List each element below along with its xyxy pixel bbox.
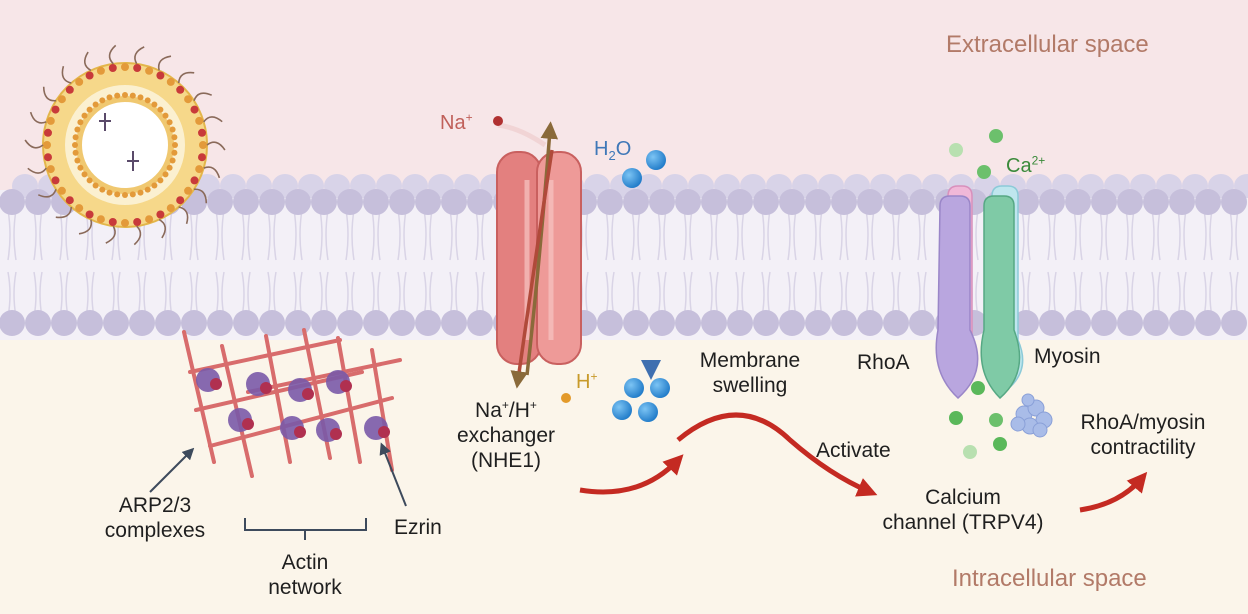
exchanger-label-line1: Na+/H+ [475, 398, 537, 422]
rhoa-label: RhoA [857, 351, 910, 374]
contractility-label: RhoA/myosin contractility [1058, 410, 1228, 460]
water-label: H2O [594, 138, 632, 163]
calcium-channel-label: Calcium channel (TRPV4) [858, 485, 1068, 535]
water-flux [612, 150, 670, 422]
exchanger-label-line2: exchanger [456, 424, 556, 447]
flow-arrow-3 [1079, 471, 1148, 513]
calcium-channel-line2: channel (TRPV4) [882, 511, 1044, 534]
contractility-line2: contractility [1090, 436, 1196, 459]
arp-pointer-arrow [149, 447, 195, 493]
calcium-channel-line1: Calcium [925, 486, 1001, 509]
membrane-swelling-line2: swelling [712, 374, 788, 397]
actin-label-line2: network [268, 576, 342, 599]
nhe1-exchanger [493, 116, 582, 403]
actin-label-line1: Actin [281, 551, 329, 574]
exchanger-label-line3: (NHE1) [470, 449, 541, 472]
actin-bracket [244, 518, 367, 540]
contractility-line1: RhoA/myosin [1080, 411, 1206, 434]
arp-label-line1: ARP2/3 [118, 494, 192, 517]
sodium-ion-label: Na+ [440, 110, 473, 134]
exchanger-label: Na+/H+ exchanger (NHE1) [436, 398, 576, 473]
actin-network [182, 328, 402, 478]
arp-label-line2: complexes [104, 519, 206, 542]
flow-arrow-2 [676, 412, 878, 497]
activate-label: Activate [816, 439, 891, 462]
membrane-swelling-line1: Membrane [699, 349, 801, 372]
extracellular-label: Extracellular space [946, 31, 1149, 58]
myosin-label: Myosin [1034, 345, 1101, 368]
ezrin-pointer-arrow [379, 442, 407, 507]
actin-network-label: Actin network [245, 550, 365, 600]
arp-label: ARP2/3 complexes [84, 493, 226, 543]
ezrin-label: Ezrin [394, 516, 442, 539]
proton-label: H+ [576, 369, 598, 393]
flow-arrow-1 [579, 454, 684, 495]
lipid-bilayer [0, 174, 1248, 340]
calcium-ion-label: Ca2+ [1006, 153, 1046, 177]
liposome-nanoparticle [24, 44, 226, 246]
membrane-swelling-label: Membrane swelling [690, 348, 810, 398]
intracellular-label: Intracellular space [952, 565, 1147, 592]
trpv4-channel [935, 129, 1053, 459]
